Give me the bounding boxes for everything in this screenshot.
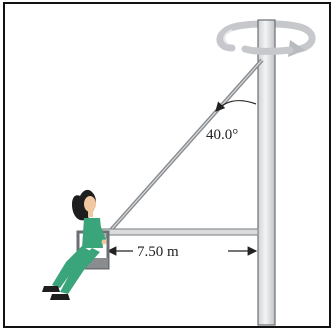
- angle-label: 40.0°: [206, 127, 238, 143]
- distance-label: 7.50 m: [137, 244, 179, 260]
- horizontal-cable: [101, 228, 259, 236]
- rotation-arrow-icon: [216, 20, 316, 57]
- pole: [257, 19, 276, 326]
- figure-frame: [3, 2, 331, 328]
- person-icon: [42, 189, 110, 300]
- rotation-arrow-front: [241, 45, 294, 55]
- angle-arc: [215, 100, 257, 112]
